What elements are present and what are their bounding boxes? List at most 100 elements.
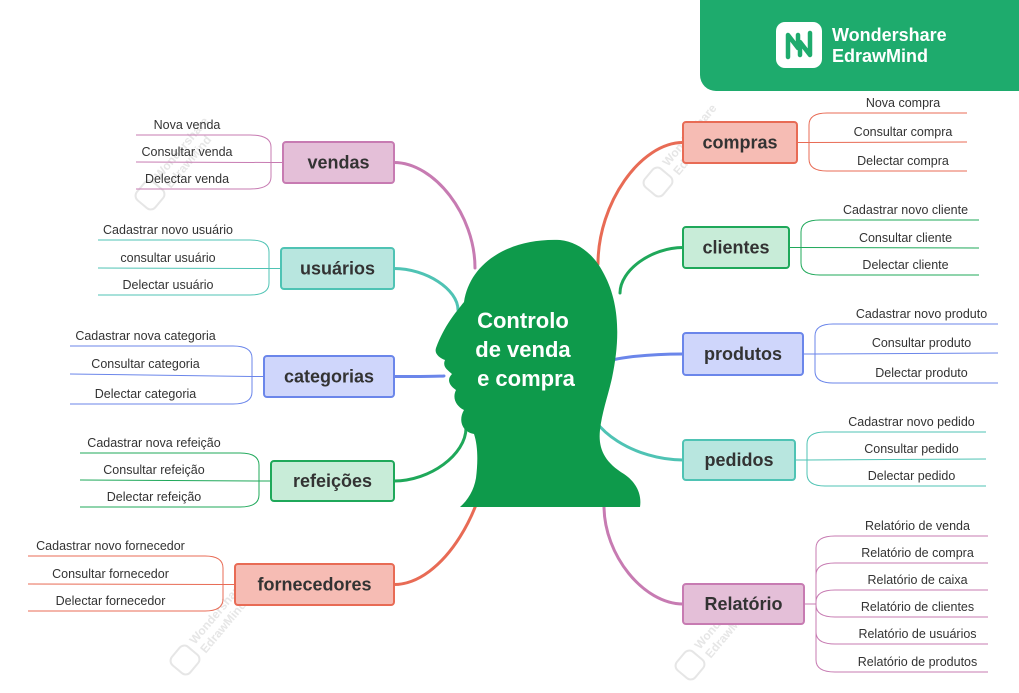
center-head-shape [435,239,641,507]
subtopic-refeicoes-0[interactable]: Cadastrar nova refeição [87,436,220,450]
subtopic-compras-0[interactable]: Nova compra [866,96,940,110]
subtopic-connector [135,161,272,163]
subtopic-connector [808,141,968,143]
subtopic-relatorio-3[interactable]: Relatório de clientes [861,600,974,614]
subtopic-clientes-1[interactable]: Consultar cliente [859,231,952,245]
subtopic-connector [98,268,270,296]
watermark-logo-icon [642,166,674,198]
subtopic-usuarios-0[interactable]: Cadastrar novo usuário [103,223,233,237]
subtopic-pedidos-0[interactable]: Cadastrar novo pedido [848,415,975,429]
subtopic-connector [800,219,979,248]
subtopic-vendas-1[interactable]: Consultar venda [141,145,232,159]
topic-compras[interactable]: compras [682,121,798,164]
main-connector [392,426,468,483]
subtopic-compras-2[interactable]: Delectar compra [857,154,949,168]
subtopic-connector [815,604,988,673]
topic-label: categorias [284,367,374,387]
subtopic-categorias-2[interactable]: Delectar categoria [95,387,196,401]
subtopic-pedidos-2[interactable]: Delectar pedido [868,469,956,483]
subtopic-produtos-1[interactable]: Consultar produto [872,336,971,350]
subtopic-categorias-0[interactable]: Cadastrar nova categoria [75,329,215,343]
topic-pedidos[interactable]: pedidos [682,439,796,481]
main-connector [596,141,685,266]
topic-categorias[interactable]: categorias [263,355,395,398]
main-connector [392,267,460,312]
main-connector [602,504,685,606]
subtopic-connector [808,112,967,143]
subtopic-clientes-2[interactable]: Delectar cliente [862,258,948,272]
subtopic-connector [800,247,979,276]
branch-produtos: produtos Cadastrar novo produtoConsultar … [682,307,999,384]
branch-fornecedores: fornecedores Cadastrar novo fornecedorCon… [27,539,395,612]
subtopic-fornecedores-2[interactable]: Delectar fornecedor [56,594,166,608]
subtopic-connector [815,562,988,604]
subtopic-categorias-1[interactable]: Consultar categoria [91,357,199,371]
topic-label: clientes [702,238,769,258]
subtopic-connector [814,354,998,384]
watermark-logo-icon [134,179,166,211]
subtopic-connector [136,134,272,163]
brand-name-line1: Wondershare [832,25,947,45]
topic-refeicoes[interactable]: refeições [270,460,395,502]
subtopic-produtos-0[interactable]: Cadastrar novo produto [856,307,987,321]
subtopic-fornecedores-0[interactable]: Cadastrar novo fornecedor [36,539,185,553]
center-topic-line: e compra [477,366,576,391]
center-topic-line: de venda [475,337,571,362]
subtopic-relatorio-5[interactable]: Relatório de produtos [858,655,978,669]
subtopic-connector [28,555,224,585]
subtopic-connector [136,162,272,190]
subtopic-connector [814,352,999,355]
subtopic-refeicoes-1[interactable]: Consultar refeição [103,463,204,477]
subtopic-usuarios-1[interactable]: consultar usuário [120,251,215,265]
branch-refeicoes: refeições Cadastrar nova refeiçãoConsulta… [79,436,395,508]
subtopic-relatorio-0[interactable]: Relatório de venda [865,519,970,533]
subtopic-vendas-0[interactable]: Nova venda [154,118,221,132]
subtopic-connector [808,142,967,172]
subtopic-relatorio-1[interactable]: Relatório de compra [861,546,974,560]
subtopic-connector [79,479,260,482]
subtopic-connector [80,452,260,481]
subtopic-connector [97,267,270,269]
topic-label: compras [702,133,777,153]
topic-vendas[interactable]: vendas [282,141,395,184]
topic-label: fornecedores [257,575,371,595]
subtopic-compras-1[interactable]: Consultar compra [854,125,953,139]
subtopic-usuarios-2[interactable]: Delectar usuário [122,278,213,292]
main-connector [392,430,492,586]
subtopic-vendas-2[interactable]: Delectar venda [145,172,229,186]
topic-produtos[interactable]: produtos [682,332,804,376]
topic-fornecedores[interactable]: fornecedores [234,563,395,606]
topic-label: Relatório [704,594,782,614]
subtopic-connector [98,239,270,269]
brand-banner: Wondershare EdrawMind [700,0,1019,91]
branch-clientes: clientes Cadastrar novo clienteConsultar … [682,203,980,276]
main-connector [602,352,685,366]
watermark-logo-icon [674,649,706,681]
subtopic-connector [70,345,253,377]
center-topic-line: Controlo [477,308,569,333]
subtopic-connector [814,323,998,354]
subtopic-connector [806,431,986,460]
subtopic-relatorio-4[interactable]: Relatório de usuários [858,627,976,641]
topic-usuarios[interactable]: usuários [280,247,395,290]
subtopic-clientes-0[interactable]: Cadastrar novo cliente [843,203,968,217]
topic-clientes[interactable]: clientes [682,226,790,269]
subtopic-connector [806,458,987,461]
subtopic-pedidos-1[interactable]: Consultar pedido [864,442,959,456]
subtopic-refeicoes-2[interactable]: Delectar refeição [107,490,202,504]
subtopic-relatorio-2[interactable]: Relatório de caixa [867,573,967,587]
topic-label: vendas [307,153,369,173]
watermark-logo-icon [169,644,201,676]
subtopic-fornecedores-1[interactable]: Consultar fornecedor [52,567,169,581]
center-topic[interactable]: Controlo de venda e compra [475,308,577,391]
topic-label: usuários [300,259,375,279]
topic-relatorio[interactable]: Relatório [682,583,805,625]
subtopic-connector [27,583,224,585]
subtopic-produtos-2[interactable]: Delectar produto [875,366,967,380]
edrawmind-logo-icon [776,22,822,68]
subtopic-connector [28,584,224,612]
